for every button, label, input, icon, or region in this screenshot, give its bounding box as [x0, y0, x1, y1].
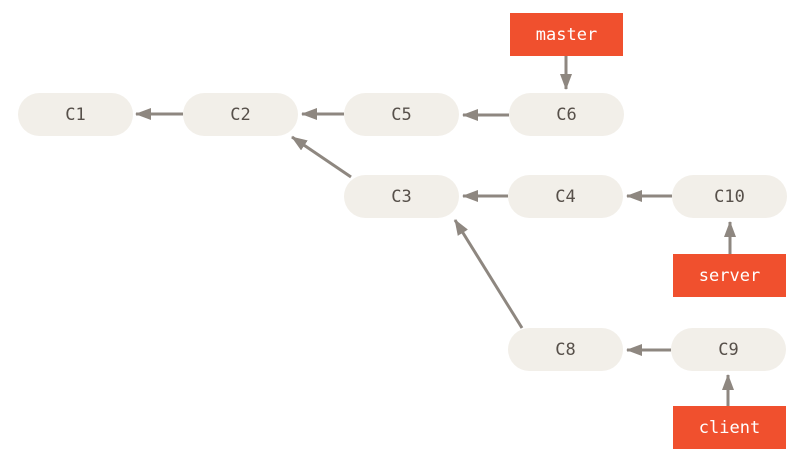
branch-label-client: client [673, 406, 786, 449]
commit-node-c8: C8 [508, 328, 623, 371]
arrow-c8-to-c3 [453, 219, 524, 329]
arrow-c3-to-c2 [291, 135, 352, 179]
commit-node-c2: C2 [183, 93, 298, 136]
commit-node-c1: C1 [18, 93, 133, 136]
commit-node-c5: C5 [344, 93, 459, 136]
commit-node-c10: C10 [672, 175, 787, 218]
branch-label-server: server [673, 254, 786, 297]
commit-node-c3: C3 [344, 175, 459, 218]
branch-label-master: master [510, 13, 623, 56]
commit-node-c6: C6 [509, 93, 624, 136]
commit-node-c9: C9 [671, 328, 786, 371]
commit-node-c4: C4 [508, 175, 623, 218]
